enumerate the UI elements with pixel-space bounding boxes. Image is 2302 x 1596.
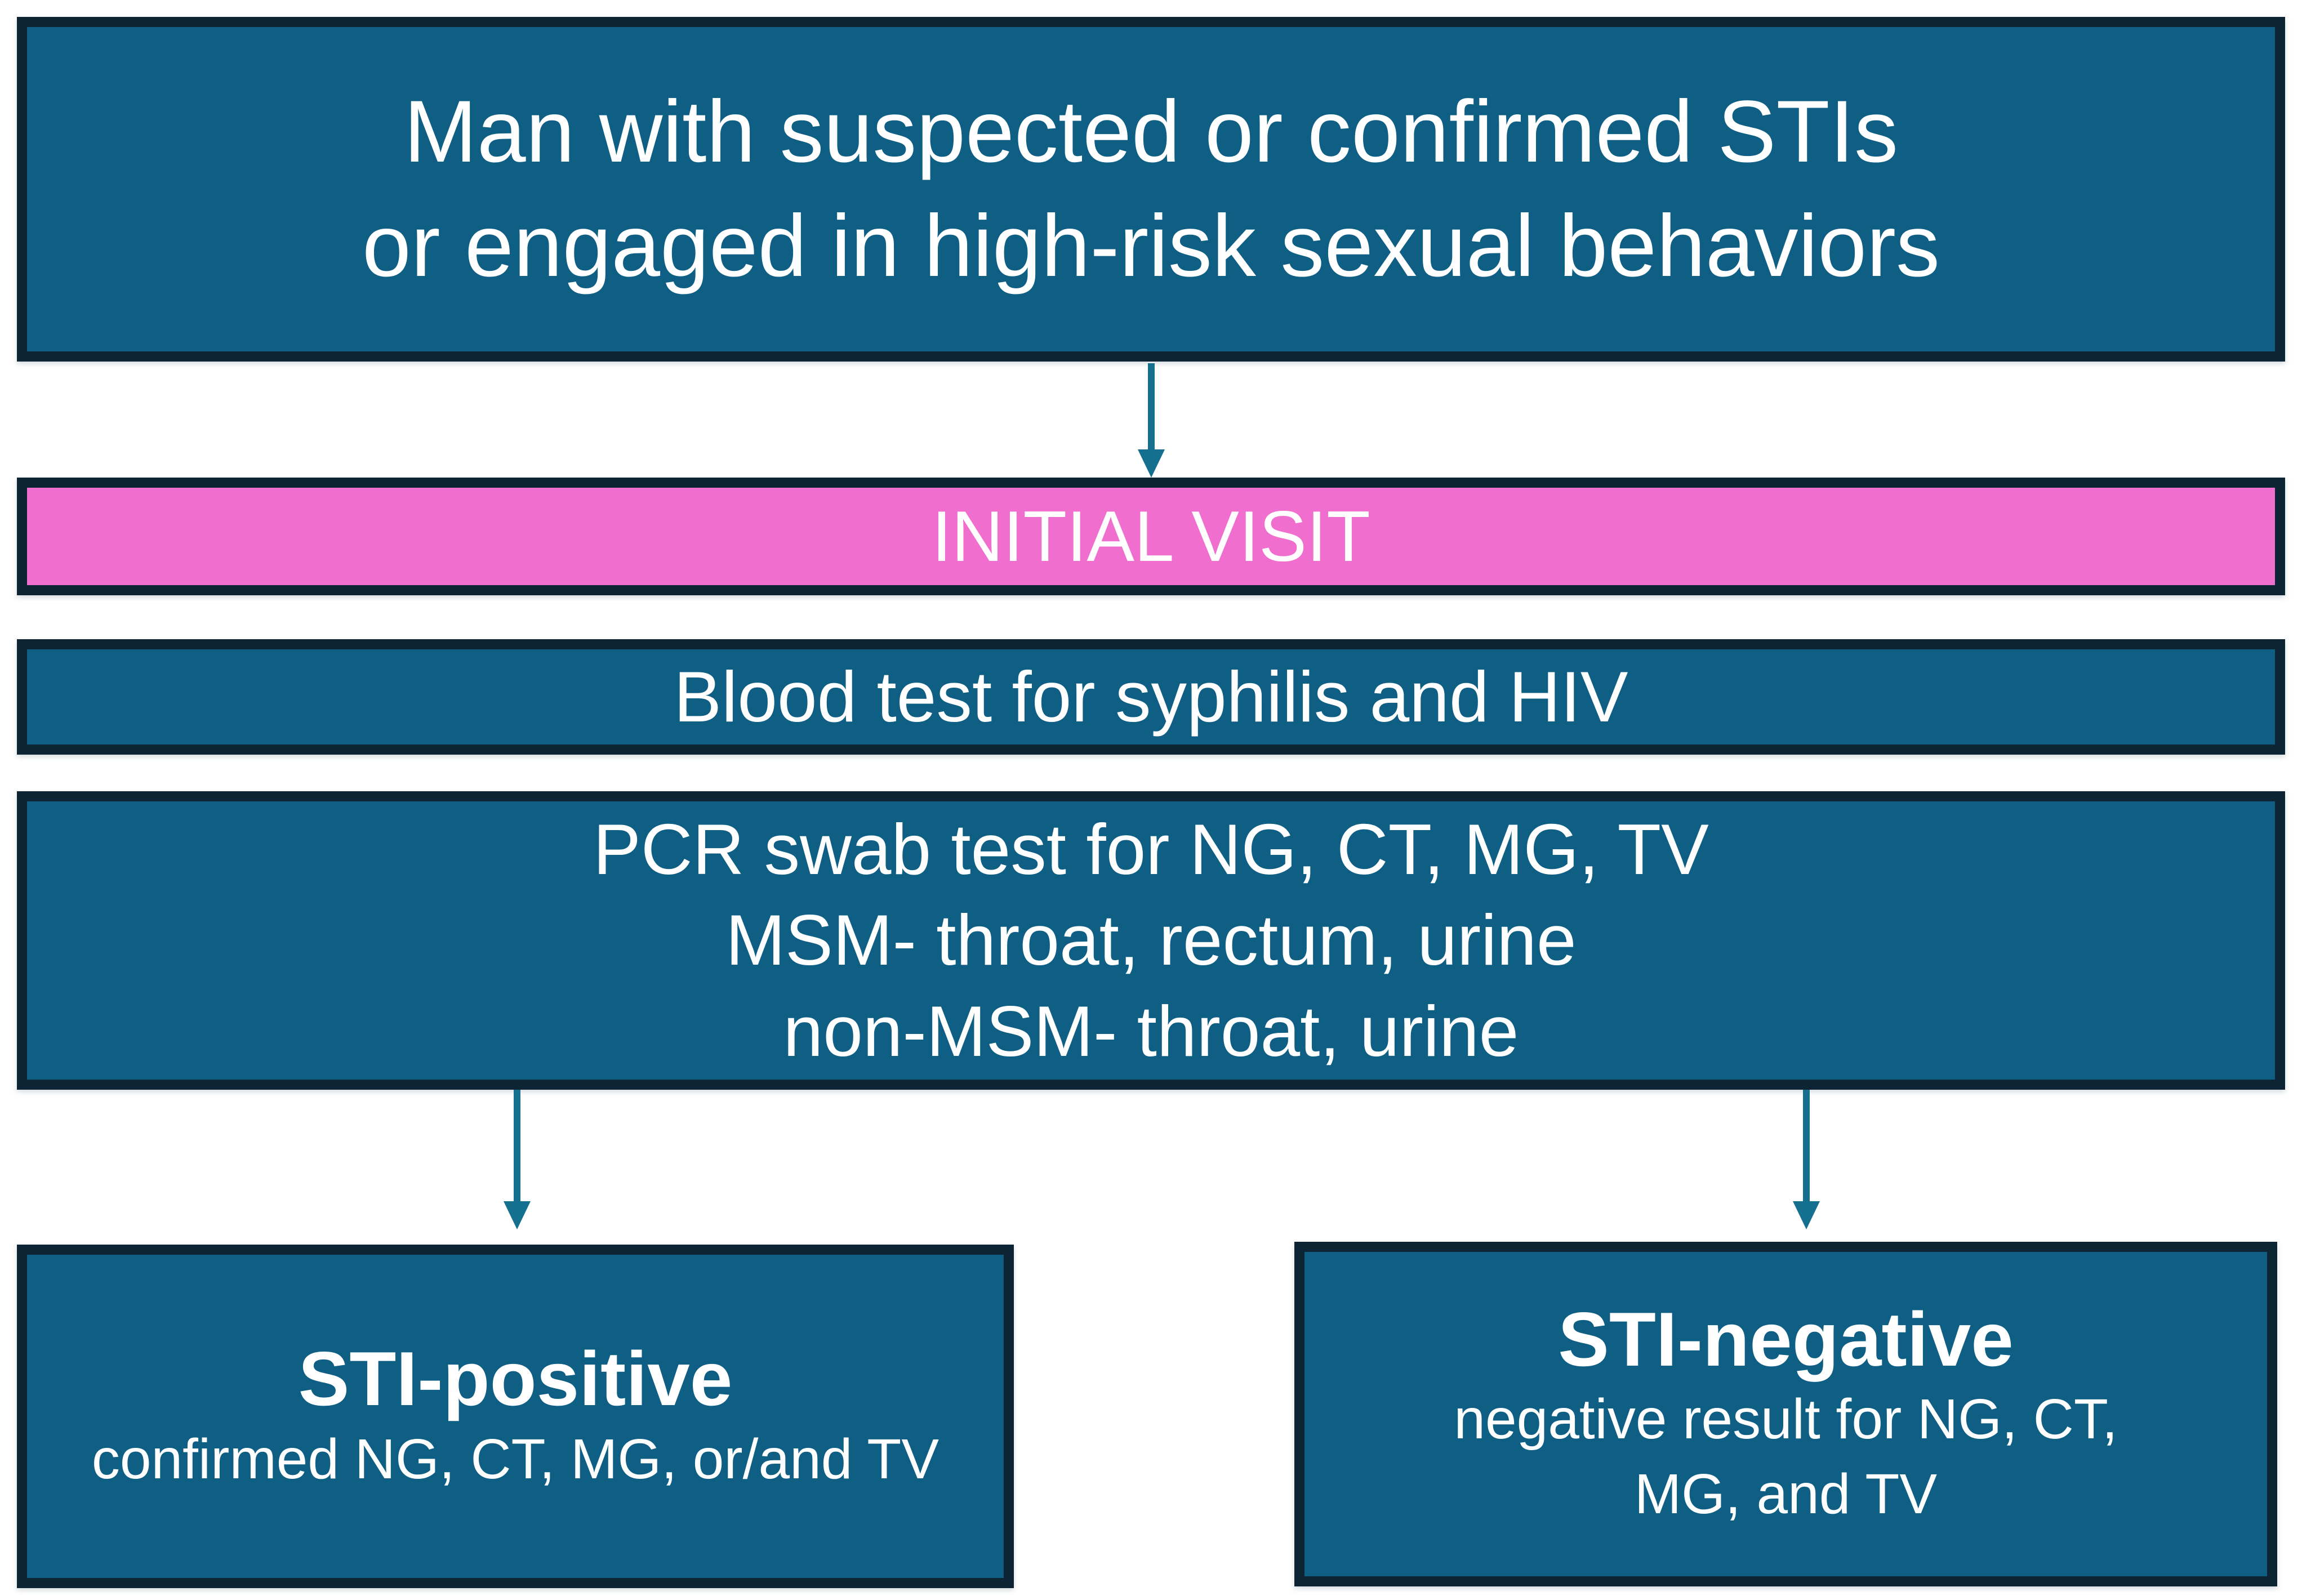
top-condition-line-2: or engaged in high-risk sexual behaviors bbox=[362, 197, 1940, 295]
arrow-shaft bbox=[1148, 363, 1155, 451]
top-condition-box: Man with suspected or confirmed STIs or … bbox=[17, 17, 2285, 362]
sti-negative-box: STI-negative negative result for NG, CT,… bbox=[1294, 1242, 2277, 1586]
arrow-head bbox=[1138, 449, 1165, 478]
sti-positive-box: STI-positive confirmed NG, CT, MG, or/an… bbox=[17, 1245, 1014, 1588]
sti-negative-subtitle-line-1: negative result for NG, CT, bbox=[1454, 1388, 2118, 1451]
sti-positive-title: STI-positive bbox=[298, 1336, 733, 1422]
pcr-swab-line-1: PCR swab test for NG, CT, MG, TV bbox=[593, 809, 1709, 890]
arrow-shaft bbox=[514, 1090, 520, 1202]
pcr-swab-line-2: MSM- throat, rectum, urine bbox=[725, 900, 1577, 980]
down-arrow-to-sti-negative bbox=[1793, 1090, 1820, 1229]
initial-visit-label: INITIAL VISIT bbox=[932, 496, 1370, 577]
arrow-shaft bbox=[1803, 1090, 1810, 1202]
down-arrow-to-initial-visit bbox=[1138, 363, 1165, 478]
sti-negative-title: STI-negative bbox=[1558, 1296, 2014, 1382]
pcr-swab-line-3: non-MSM- throat, urine bbox=[783, 991, 1519, 1071]
sti-negative-subtitle-line-2: MG, and TV bbox=[1634, 1463, 1938, 1526]
initial-visit-box: INITIAL VISIT bbox=[17, 478, 2285, 595]
arrow-head bbox=[504, 1201, 531, 1229]
sti-positive-subtitle: confirmed NG, CT, MG, or/and TV bbox=[91, 1427, 939, 1491]
blood-test-box: Blood test for syphilis and HIV bbox=[17, 639, 2285, 755]
arrow-head bbox=[1793, 1201, 1820, 1229]
down-arrow-to-sti-positive bbox=[504, 1090, 531, 1229]
pcr-swab-box: PCR swab test for NG, CT, MG, TV MSM- th… bbox=[17, 791, 2285, 1090]
blood-test-label: Blood test for syphilis and HIV bbox=[674, 657, 1628, 737]
top-condition-line-1: Man with suspected or confirmed STIs bbox=[403, 83, 1899, 181]
